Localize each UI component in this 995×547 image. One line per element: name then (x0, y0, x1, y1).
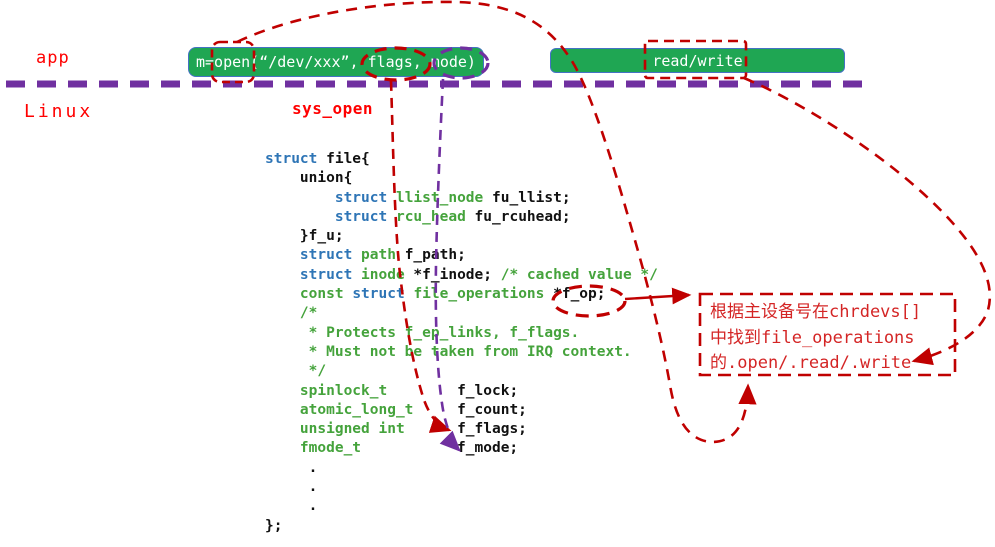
code-line: struct file{ (265, 151, 370, 167)
code-line: union{ (265, 170, 353, 187)
code-line: . (265, 459, 318, 476)
code-line: }; (265, 517, 283, 534)
chrdevs-note-line: 中找到file_operations (710, 327, 915, 348)
code-line: }f_u; (265, 228, 344, 245)
code-line: /* (265, 305, 318, 322)
open-syscall-box: m=open(“/dev/xxx”, flags, mode) (188, 47, 484, 77)
chrdevs-note-text: 根据主设备号在chrdevs[] 中找到file_operations 的.open… (710, 300, 952, 377)
code-line: struct llist_node fu_llist; (334, 189, 571, 206)
code-line: * Must not be taken from IRQ context. (265, 343, 632, 360)
code-line: fmode_t f_mode; (299, 440, 519, 457)
code-line: unsigned int f_flags; (299, 421, 527, 438)
code-line: */ (265, 363, 327, 380)
code-line: . (265, 498, 318, 515)
code-line: struct rcu_head fu_rcuhead; (334, 208, 571, 225)
chrdevs-note-line: 根据主设备号在chrdevs[] (710, 302, 922, 322)
linux-layer-label: Linux (24, 101, 94, 122)
code-line: . (265, 479, 318, 496)
app-layer-label: app (36, 48, 70, 68)
code-line: const struct file_operations *f_op; (299, 286, 606, 303)
code-line: * Protects f_ep_links, f_flags. (265, 324, 580, 341)
read-write-text: read/write (652, 51, 743, 70)
code-block: struct file{ union{ struct llist_node fu… (265, 150, 658, 536)
chrdevs-note-line: 的.open/.read/.write (710, 353, 912, 373)
sys-open-label: sys_open (292, 99, 374, 118)
open-syscall-text: m=open(“/dev/xxx”, flags, mode) (196, 53, 476, 71)
code-line: struct inode *f_inode; /* cached value *… (299, 266, 658, 283)
read-write-box: read/write (550, 48, 845, 73)
code-line: atomic_long_t f_count; (299, 401, 527, 418)
code-line: spinlock_t f_lock; (299, 382, 519, 399)
code-line: struct path f_path; (299, 247, 466, 264)
